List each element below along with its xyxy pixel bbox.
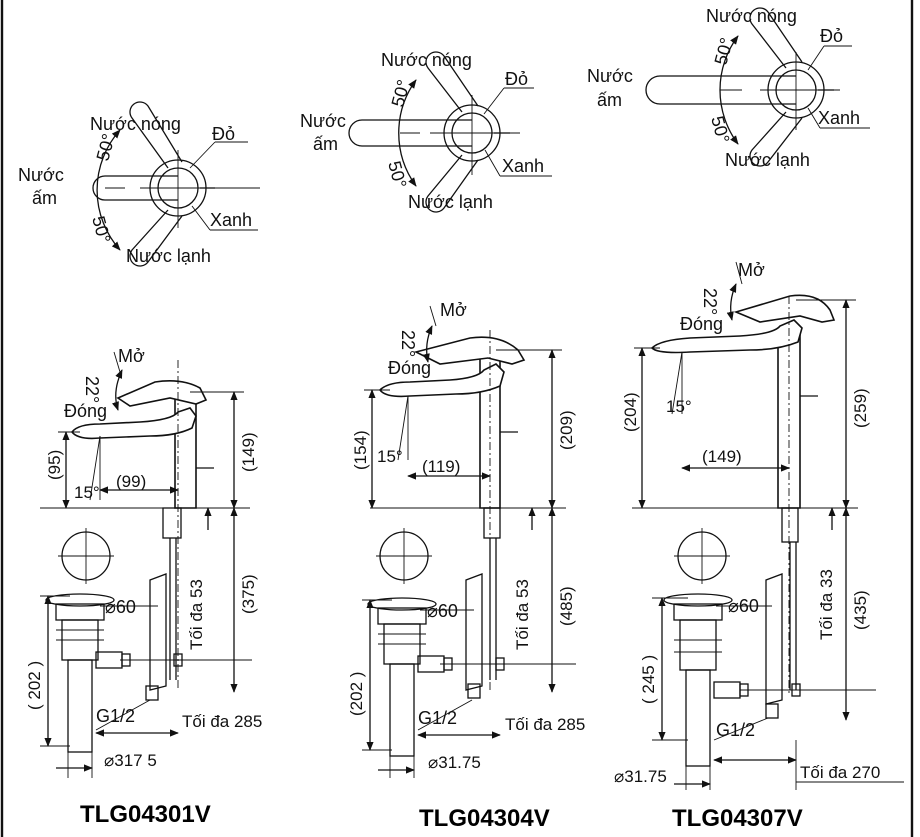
- blue-label: Xanh: [210, 210, 252, 230]
- angle-22-3: 22°: [700, 288, 720, 315]
- dia-60-label: ⌀60: [105, 597, 136, 617]
- max-thickness-dim: Tối đa 53: [187, 579, 206, 650]
- angle-hot: 50°: [93, 132, 119, 163]
- cold-water-label-2: Nước lạnh: [408, 192, 493, 212]
- thread-label: G1/2: [96, 706, 135, 726]
- cold-water-label: Nước lạnh: [126, 246, 211, 266]
- angle-15-2: 15°: [377, 447, 403, 466]
- model-name-2: TLG04304V: [419, 805, 550, 832]
- warm-water-label: Nước: [18, 165, 64, 185]
- open-label: Mở: [118, 346, 145, 366]
- warm-water-label-4: ấm: [313, 134, 338, 154]
- max-pipe-dim: Tối đa 285: [182, 712, 262, 731]
- top-view-1: Nước nóng Đỏ Nước ấm Xanh Nước lạnh 50° …: [18, 101, 260, 267]
- dia-60-label-3: ⌀60: [728, 596, 759, 616]
- drain-length-dim-3: ( 245 ): [639, 655, 658, 704]
- red-label-3: Đỏ: [820, 26, 843, 46]
- drain-length-dim-2: (202 ): [347, 672, 366, 716]
- warm-water-label-6: ấm: [597, 90, 622, 110]
- spout-height-dim: (95): [45, 450, 64, 480]
- spout-height-dim-2: (154): [351, 430, 370, 470]
- angle-hot-3: 50°: [711, 36, 737, 67]
- reach-dim-2: (119): [422, 457, 460, 476]
- side-view-1: Mở Đóng 22° 15° (95) (99) (149) (375) Tố…: [25, 346, 262, 828]
- faucet-height-dim-3: (259): [851, 388, 870, 428]
- hot-water-label-3: Nước nóng: [706, 6, 797, 26]
- max-thickness-dim-3: Tối đa 33: [817, 569, 836, 640]
- warm-water-label-3: Nước: [300, 111, 346, 131]
- pipe-dia-dim-2: ⌀31.75: [428, 753, 481, 772]
- max-pipe-dim-3: Tối đa 270: [800, 763, 880, 782]
- warm-water-label-5: Nước: [587, 66, 633, 86]
- open-label-2: Mở: [440, 300, 467, 320]
- top-view-2: Nước nóng Đỏ Nước ấm Xanh Nước lạnh 50° …: [300, 50, 552, 213]
- angle-hot-2: 50°: [388, 78, 414, 109]
- pipe-dia-dim: ⌀317 5: [104, 751, 157, 770]
- red-label-2: Đỏ: [505, 69, 528, 89]
- side-view-3: Mở Đóng 22° 15° (204) (149) (259) (435) …: [614, 260, 904, 832]
- closed-label-3: Đóng: [680, 314, 723, 334]
- reach-dim-3: (149): [702, 447, 742, 466]
- max-pipe-dim-2: Tối đa 285: [505, 715, 585, 734]
- dia-60-label-2: ⌀60: [427, 601, 458, 621]
- reach-dim: (99): [116, 472, 146, 491]
- below-deck-dim: (375): [239, 574, 258, 614]
- model-name-1: TLG04301V: [80, 801, 211, 828]
- model-name-3: TLG04307V: [672, 805, 803, 832]
- closed-label: Đóng: [64, 401, 107, 421]
- angle-15: 15°: [74, 483, 100, 502]
- spout-height-dim-3: (204): [621, 392, 640, 432]
- top-view-3: Nước nóng Đỏ Nước ấm Xanh Nước lạnh 50° …: [587, 6, 870, 170]
- faucet-height-dim-2: (209): [557, 410, 576, 450]
- angle-22: 22°: [82, 376, 102, 403]
- faucet-height-dim: (149): [239, 432, 258, 472]
- max-thickness-dim-2: Tối đa 53: [513, 579, 532, 650]
- warm-water-label-2: ấm: [32, 188, 57, 208]
- drain-length-dim: ( 202 ): [25, 661, 44, 710]
- hot-water-label: Nước nóng: [90, 114, 181, 134]
- closed-label-2: Đóng: [388, 358, 431, 378]
- hot-water-label-2: Nước nóng: [381, 50, 472, 70]
- open-label-3: Mở: [738, 260, 765, 280]
- below-deck-dim-2: (485): [557, 586, 576, 626]
- blue-label-3: Xanh: [818, 108, 860, 128]
- blue-label-2: Xanh: [502, 156, 544, 176]
- angle-22-2: 22°: [398, 330, 418, 357]
- pipe-dia-dim-3: ⌀31.75: [614, 767, 667, 786]
- cold-water-label-3: Nước lạnh: [725, 150, 810, 170]
- angle-cold-2: 50°: [384, 159, 410, 190]
- thread-label-3: G1/2: [716, 720, 755, 740]
- angle-cold-3: 50°: [707, 114, 733, 145]
- angle-cold: 50°: [88, 214, 114, 245]
- side-view-2: Mở Đóng 22° 15° (154) (119) (209) (485) …: [347, 300, 585, 832]
- angle-15-3: 15°: [666, 397, 692, 416]
- red-label: Đỏ: [212, 124, 235, 144]
- thread-label-2: G1/2: [418, 708, 457, 728]
- below-deck-dim-3: (435): [851, 590, 870, 630]
